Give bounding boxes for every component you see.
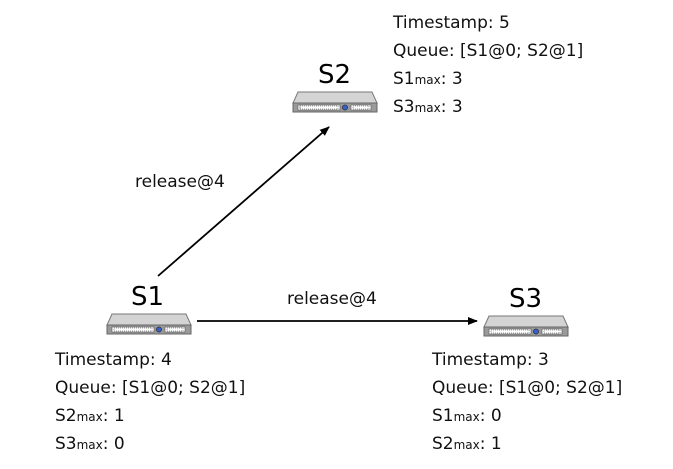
edge-s1-to-s2 [157,126,330,277]
node-s3-max-a: S1max: 0 [432,406,502,426]
node-s1-queue: Queue: [S1@0; S2@1] [55,378,246,398]
node-s3-timestamp: Timestamp: 3 [432,350,549,370]
node-s3-max-b: S2max: 1 [432,434,502,454]
node-s2-timestamp: Timestamp: 5 [393,13,510,33]
edge-s1-to-s3-label: release@4 [287,289,377,309]
node-s1-label: S1 [131,282,165,312]
node-s1-max-b: S3max: 0 [55,434,125,454]
node-s3-label: S3 [509,284,543,314]
node-s3-info: Timestamp: 3 Queue: [S1@0; S2@1] S1max: … [432,346,622,458]
node-s2-max-b: S3max: 3 [393,97,463,117]
node-s3-queue: Queue: [S1@0; S2@1] [432,378,623,398]
node-s1-info: Timestamp: 4 Queue: [S1@0; S2@1] S2max: … [55,346,245,458]
node-s1-max-a: S2max: 1 [55,406,125,426]
node-s2-info: Timestamp: 5 Queue: [S1@0; S2@1] S1max: … [393,9,583,121]
node-s2-label: S2 [318,60,352,90]
server-icon [106,313,192,335]
edge-s1-to-s2-label: release@4 [135,172,225,192]
server-icon [483,315,569,337]
server-icon [292,91,378,113]
node-s2-queue: Queue: [S1@0; S2@1] [393,41,584,61]
node-s2-max-a: S1max: 3 [393,69,463,89]
node-s1-timestamp: Timestamp: 4 [55,350,172,370]
